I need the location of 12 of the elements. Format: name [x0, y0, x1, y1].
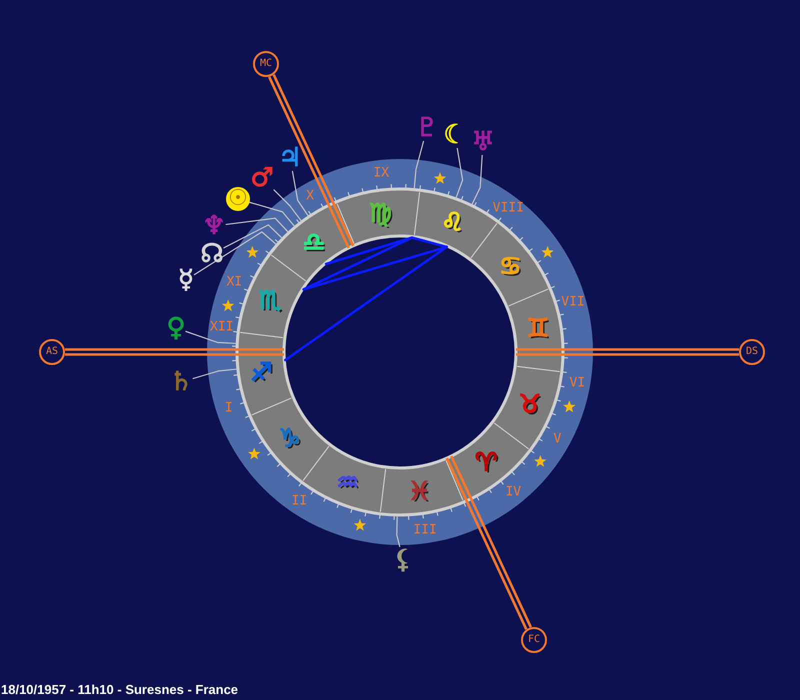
planet-symbol: ♀: [166, 315, 186, 341]
planet-symbol: ☿: [178, 267, 194, 293]
planet-symbol: ♅: [471, 129, 495, 155]
planet-symbol: ☾: [443, 122, 467, 148]
angle-marker: MC: [253, 51, 279, 77]
planet-symbol: ♇: [415, 115, 439, 141]
angle-marker: FC: [521, 627, 547, 653]
planet-symbol: ⚸: [393, 547, 413, 573]
angle-marker: AS: [39, 339, 65, 365]
angle-marker: DS: [739, 339, 765, 365]
chart-caption: 18/10/1957 - 11h10 - Suresnes - France: [1, 682, 238, 697]
planet-symbol: ♄: [169, 369, 193, 395]
